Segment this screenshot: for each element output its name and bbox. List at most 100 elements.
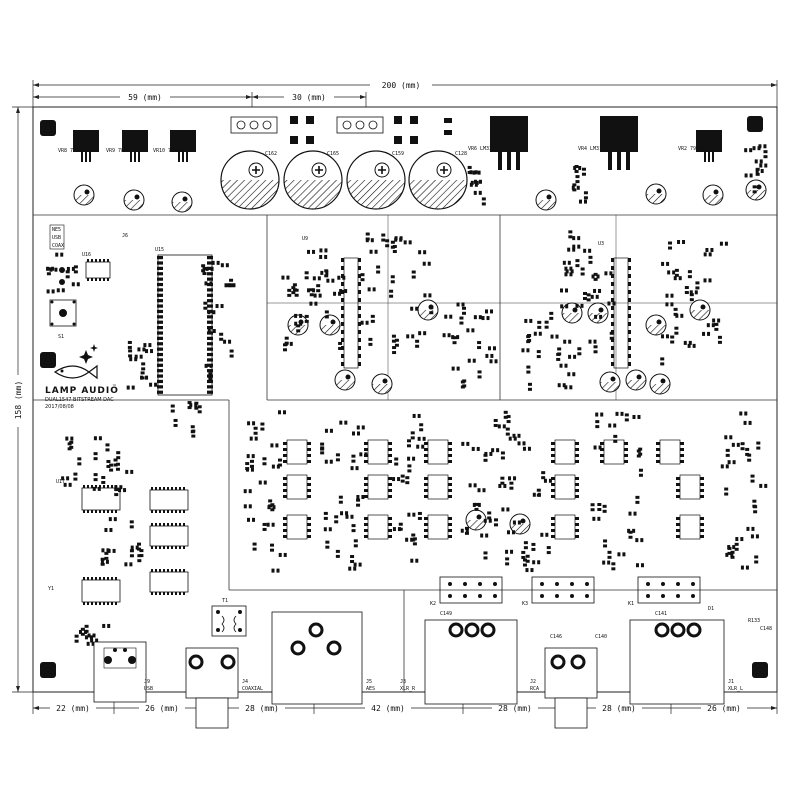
smd-pad xyxy=(361,425,365,430)
smd-pad xyxy=(637,414,641,419)
smd-pad xyxy=(417,436,421,441)
smd-pad xyxy=(131,385,135,390)
smd-pad xyxy=(106,459,111,463)
smd-pad xyxy=(149,382,153,387)
ic-pin xyxy=(207,385,213,389)
smd-pad xyxy=(84,629,89,633)
power-headers xyxy=(230,116,384,134)
smd-pad xyxy=(296,329,301,333)
smd-pad xyxy=(670,293,674,298)
reg-label-5: VR2 79M12 xyxy=(678,146,705,152)
opamp-pin xyxy=(307,454,311,457)
smd-pad xyxy=(725,448,730,452)
smd-pad xyxy=(568,354,572,359)
smd-pad xyxy=(706,323,710,328)
smd-pad xyxy=(139,354,143,359)
soic-pin xyxy=(175,569,177,572)
smd-pad xyxy=(609,336,614,340)
ic-pin xyxy=(157,390,163,394)
smd-pad xyxy=(660,357,665,361)
smd-pad xyxy=(486,316,490,321)
smd-pad xyxy=(532,492,536,497)
smd-pad xyxy=(632,528,636,533)
opamp-body xyxy=(427,474,449,500)
opamp-pin xyxy=(551,483,555,486)
smd-pad xyxy=(114,493,119,497)
smd-pad xyxy=(597,503,602,507)
smd-pad xyxy=(692,343,696,348)
regulators xyxy=(73,116,722,170)
smd-pad xyxy=(89,635,93,640)
smd-pad xyxy=(725,453,730,457)
smd-pad xyxy=(527,446,531,451)
opamp-pin xyxy=(364,460,368,463)
opamp-body xyxy=(554,514,576,540)
opamp-body xyxy=(427,514,449,540)
opamp-pin xyxy=(448,517,452,520)
smd-pad xyxy=(118,488,122,493)
smd-pad xyxy=(627,528,631,533)
smd-pad xyxy=(729,435,733,440)
smd-pad xyxy=(588,248,592,253)
smd-pad xyxy=(334,520,339,524)
label-y1: Y1 xyxy=(48,586,54,592)
small-cap-hatch xyxy=(320,325,340,335)
smd-pad xyxy=(335,458,340,462)
opamp-pin xyxy=(448,483,452,486)
smd-pad xyxy=(190,425,195,429)
smd-pad xyxy=(562,383,566,388)
smd-pad xyxy=(512,433,516,438)
soic-pin xyxy=(99,259,101,262)
smd-pad xyxy=(735,537,739,542)
smd-pad xyxy=(283,348,288,352)
smd-pad xyxy=(428,293,432,298)
smd-pad xyxy=(335,453,340,457)
opamp-pin xyxy=(307,460,311,463)
smd-pad xyxy=(66,476,70,481)
smd-pad xyxy=(400,474,405,478)
smd-pad xyxy=(100,562,105,566)
soic-pin xyxy=(151,592,153,595)
smd-pad xyxy=(215,304,219,309)
smd-pad xyxy=(364,452,368,457)
smd-pad xyxy=(577,352,582,356)
dac-pin xyxy=(358,274,361,278)
smd-pad xyxy=(381,238,386,242)
smd-pad xyxy=(478,315,482,320)
smd-pad xyxy=(194,401,199,405)
smd-pad xyxy=(368,337,373,341)
smd-pad xyxy=(695,286,700,290)
small-cap-pad xyxy=(656,188,662,194)
smd-pad xyxy=(727,460,731,465)
smd-pad xyxy=(415,306,419,311)
smd-pad xyxy=(483,551,488,555)
smd-pad xyxy=(77,457,82,461)
smd-pad xyxy=(80,632,85,636)
smd-pad xyxy=(635,563,639,568)
smd-pad xyxy=(270,548,275,552)
smd-pad xyxy=(225,263,229,268)
soic-pin xyxy=(179,569,181,572)
smd-pad xyxy=(212,310,216,315)
opamp-pin xyxy=(307,489,311,492)
smd-pad xyxy=(473,179,477,184)
conn-ref-j3: J3 xyxy=(400,679,406,685)
smd-pad xyxy=(541,476,546,480)
conn-name-rca: RCA xyxy=(530,686,539,692)
ic-pin xyxy=(157,282,163,287)
soic-pin xyxy=(163,569,165,572)
smd-pad xyxy=(170,404,175,408)
smd-pad xyxy=(687,343,691,348)
dim-top-mid: 30 (mm) xyxy=(292,93,326,102)
opamp-pin xyxy=(551,442,555,445)
smd-pad xyxy=(223,339,227,344)
smd-pad xyxy=(481,197,486,201)
smd-pad xyxy=(533,331,537,336)
soic-pin xyxy=(175,487,177,490)
smd-pad xyxy=(496,448,500,453)
dim-bottom-0: 22 (mm) xyxy=(56,704,90,713)
smd-pad xyxy=(69,440,74,444)
opamp-pin xyxy=(448,495,452,498)
smd-pad xyxy=(640,563,644,568)
dac-pin xyxy=(628,338,631,342)
